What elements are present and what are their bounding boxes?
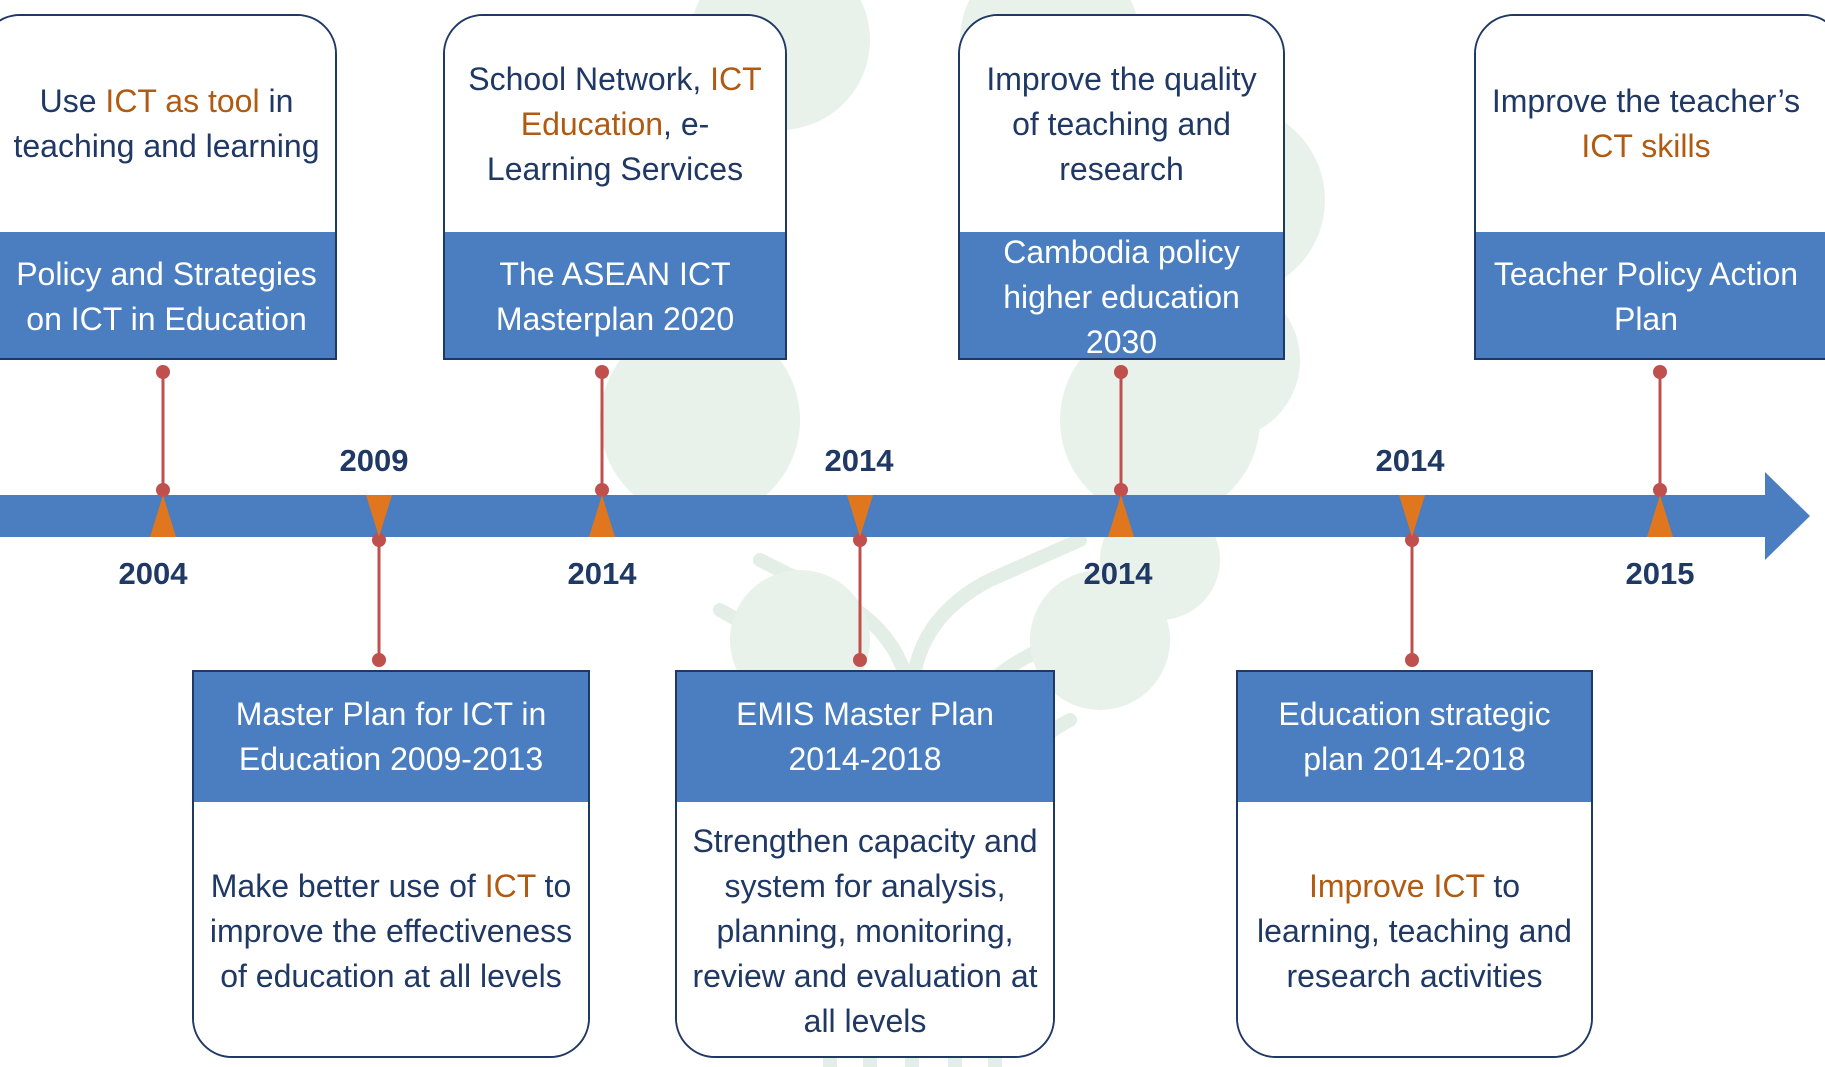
year-label: 2015: [1625, 556, 1695, 591]
marker-up-2014-cambodia: [1108, 495, 1134, 537]
connector-dot: [853, 653, 867, 667]
card-description-text: Improve ICT to learning, teaching and re…: [1252, 864, 1577, 999]
description-text: Strengthen capacity and system for analy…: [692, 822, 1038, 1039]
description-text: , e-Learning Services: [486, 105, 744, 187]
timeline-arrow-shaft: [0, 495, 1770, 537]
connector-dot: [1114, 365, 1128, 379]
timeline-card-2014-emis: EMIS Master Plan 2014-2018 Strengthen ca…: [675, 670, 1055, 1058]
description-text: to improve the effectiveness of educatio…: [209, 867, 573, 994]
connector-dot: [372, 533, 386, 547]
highlight-text: ICT Education: [520, 60, 762, 142]
year-label: 2009: [339, 443, 409, 478]
card-title: EMIS Master Plan 2014-2018: [677, 672, 1053, 802]
description-text: to learning, teaching and research activ…: [1257, 867, 1572, 994]
description-text: Make better use of: [210, 867, 485, 904]
connector-dot: [156, 365, 170, 379]
timeline-card-2014-cambodia: Improve the quality of teaching and rese…: [958, 14, 1285, 360]
marker-down-2009: [366, 495, 392, 537]
connector-dot: [1405, 533, 1419, 547]
card-title: Cambodia policy higher education 2030: [960, 232, 1283, 358]
card-description: Improve the quality of teaching and rese…: [960, 16, 1283, 232]
timeline-card-2015: Improve the teacher’s ICT skills Teacher…: [1474, 14, 1825, 360]
timeline-card-2014-asean: School Network, ICT Education, e-Learnin…: [443, 14, 787, 360]
connector-dot: [1405, 653, 1419, 667]
description-text: School Network,: [468, 60, 711, 97]
card-description-text: Strengthen capacity and system for analy…: [691, 819, 1039, 1044]
card-title: The ASEAN ICT Masterplan 2020: [445, 232, 785, 358]
description-text: Improve the quality of teaching and rese…: [986, 60, 1257, 187]
card-description-text: Use ICT as tool in teaching and learning: [12, 79, 321, 169]
year-label: 2014: [1375, 443, 1445, 478]
card-title: Education strategic plan 2014-2018: [1238, 672, 1591, 802]
connector-dot: [595, 483, 609, 497]
year-label: 2014: [567, 556, 637, 591]
card-title: Teacher Policy Action Plan: [1476, 232, 1825, 358]
connector-dot: [1114, 483, 1128, 497]
timeline-card-2014-esp: Education strategic plan 2014-2018 Impro…: [1236, 670, 1593, 1058]
marker-up-2014-asean: [589, 495, 615, 537]
card-description: Make better use of ICT to improve the ef…: [194, 802, 588, 1056]
year-label: 2004: [118, 556, 188, 591]
card-description: Strengthen capacity and system for analy…: [677, 802, 1053, 1056]
timeline-arrow-head: [1765, 472, 1810, 560]
marker-down-2014-esp: [1399, 495, 1425, 537]
highlight-text: ICT skills: [1581, 128, 1711, 164]
card-description-text: School Network, ICT Education, e-Learnin…: [459, 57, 771, 192]
marker-down-2014-emis: [847, 495, 873, 537]
connector-dot: [1653, 483, 1667, 497]
card-description: Improve ICT to learning, teaching and re…: [1238, 802, 1591, 1056]
connector-dot: [1653, 365, 1667, 379]
card-description: Improve the teacher’s ICT skills: [1476, 16, 1825, 232]
card-description: Use ICT as tool in teaching and learning: [0, 16, 335, 232]
timeline-card-2009: Master Plan for ICT in Education 2009-20…: [192, 670, 590, 1058]
connector-dot: [156, 483, 170, 497]
description-text: Improve the teacher’s: [1491, 83, 1801, 119]
card-description-text: Improve the quality of teaching and rese…: [974, 57, 1269, 192]
connector-dot: [853, 533, 867, 547]
marker-up-2015: [1647, 495, 1673, 537]
card-description: School Network, ICT Education, e-Learnin…: [445, 16, 785, 232]
connector-dot: [372, 653, 386, 667]
card-description-text: Improve the teacher’s ICT skills: [1490, 79, 1802, 169]
highlight-text: Improve ICT: [1308, 867, 1485, 904]
card-title: Policy and Strategies on ICT in Educatio…: [0, 232, 335, 358]
card-title: Master Plan for ICT in Education 2009-20…: [194, 672, 588, 802]
timeline-card-2004: Use ICT as tool in teaching and learning…: [0, 14, 337, 360]
description-text: in teaching and learning: [13, 83, 320, 164]
description-text: Use: [39, 83, 106, 119]
marker-up-2004: [150, 495, 176, 537]
year-label: 2014: [1083, 556, 1153, 591]
connector-dot: [595, 365, 609, 379]
year-label: 2014: [824, 443, 894, 478]
highlight-text: ICT as tool: [105, 83, 260, 119]
card-description-text: Make better use of ICT to improve the ef…: [208, 864, 574, 999]
highlight-text: ICT: [484, 867, 536, 904]
